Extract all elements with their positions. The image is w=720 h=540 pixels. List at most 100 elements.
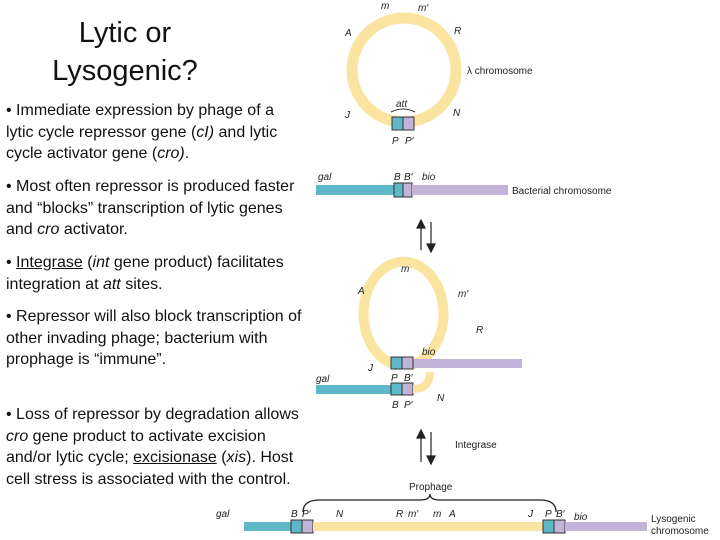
- label-n: N: [437, 393, 445, 404]
- text: sites.: [120, 275, 163, 293]
- att-bracket: [390, 108, 416, 113]
- gene-xis: xis: [226, 449, 247, 466]
- label-gal: gal: [318, 172, 332, 183]
- label-m: m: [401, 264, 409, 275]
- gal-segment: [316, 185, 394, 195]
- label-b: B: [392, 400, 399, 411]
- label-m: m: [433, 509, 441, 520]
- integration-bio-segment: [410, 359, 522, 368]
- label-bio: bio: [422, 172, 436, 183]
- lysogenic-prophage-segment: [313, 522, 543, 531]
- label-r: R: [476, 325, 483, 336]
- bio-segment: [412, 185, 508, 195]
- text: ). Host cell stress is associated with t…: [6, 449, 294, 488]
- integration-att-p-prime: [401, 382, 414, 396]
- label-n: N: [453, 108, 461, 119]
- label-gal: gal: [216, 509, 230, 520]
- label-p: P: [391, 373, 398, 384]
- term-excisionase: excisionase: [133, 449, 217, 466]
- reversible-arrow-1: [416, 218, 436, 254]
- text: • Repressor will also block transcriptio…: [6, 308, 302, 368]
- arrow-up-icon: [416, 218, 426, 229]
- label-j: J: [527, 509, 534, 520]
- label-b-prime: B′: [404, 373, 414, 384]
- lysogenic-att-b-prime: [553, 519, 566, 534]
- label-n: N: [336, 509, 344, 520]
- text: activator.: [59, 221, 128, 238]
- integration-phage-tail: [412, 371, 434, 393]
- text: gene product) facilitates integration at: [6, 254, 284, 293]
- label-lysogenic-line-1: Lysogenic: [651, 514, 696, 525]
- label-a: A: [344, 28, 352, 39]
- prophage-bracket: [302, 493, 557, 513]
- label-r: R: [396, 509, 403, 520]
- gene-int: int: [92, 254, 110, 271]
- label-bio: bio: [422, 347, 436, 358]
- bullet-repressor-blocks: • Most often repressor is produced faste…: [6, 176, 302, 241]
- arrow-up-icon: [416, 428, 426, 439]
- bullet-immunity: • Repressor will also block transcriptio…: [6, 306, 302, 371]
- gene-ci: cI): [196, 123, 215, 141]
- bacterial-att-b-prime: [402, 182, 413, 198]
- label-prophage: Prophage: [409, 482, 453, 493]
- phage-att-p: [391, 116, 404, 131]
- label-lysogenic-line-2: chromosome: [651, 526, 709, 537]
- label-att: att: [396, 99, 408, 110]
- label-j: J: [367, 363, 374, 374]
- arrow-down-icon: [426, 455, 436, 466]
- gene-cro: cro: [6, 427, 29, 445]
- text: and lytic cycle activator gene (: [6, 123, 278, 163]
- label-b-prime: B′: [556, 509, 566, 520]
- text: • Most often repressor is produced faste…: [6, 178, 295, 238]
- text: (: [216, 449, 227, 466]
- text: (: [82, 254, 93, 271]
- label-b: B: [394, 172, 401, 183]
- integrating-phage-loop: [358, 256, 449, 370]
- label-p: P: [545, 509, 552, 520]
- label-r: R: [454, 26, 461, 37]
- label-m: m: [381, 1, 389, 12]
- bullet-integrase: • Integrase (int gene product) facilitat…: [6, 252, 302, 295]
- label-lambda-chromosome: λ chromosome: [467, 66, 533, 77]
- arrow-down-icon: [426, 243, 436, 254]
- lysogenic-gal-segment: [244, 522, 291, 531]
- label-bio: bio: [574, 512, 588, 523]
- label-b: B: [291, 509, 298, 520]
- label-m-prime: m′: [458, 289, 469, 300]
- label-a: A: [357, 286, 365, 297]
- bullet-immediate-expression: • Immediate expression by phage of a lyt…: [6, 100, 302, 165]
- lysogenic-att-p: [542, 519, 555, 534]
- text: .: [184, 145, 190, 162]
- phage-att-p-prime: [402, 116, 415, 131]
- label-bacterial-chromosome: Bacterial chromosome: [512, 186, 612, 197]
- label-gal: gal: [316, 374, 330, 385]
- integration-att-b-prime: [401, 356, 414, 370]
- integration-gal-segment: [316, 385, 391, 394]
- bacterial-att-b: [393, 182, 404, 198]
- integration-att-b: [390, 382, 403, 396]
- label-p-prime: P′: [302, 509, 312, 520]
- gene-cro: cro): [157, 145, 185, 162]
- label-a: A: [448, 509, 456, 520]
- label-p-prime: P′: [405, 136, 415, 147]
- integration-att-p: [390, 356, 403, 370]
- text: gene product to activate excision and/or…: [6, 427, 266, 467]
- label-integrase: Integrase: [455, 440, 497, 451]
- reversible-arrow-2: [416, 428, 436, 466]
- lysogenic-att-b: [290, 519, 303, 534]
- label-j: J: [344, 110, 351, 121]
- label-p-prime: P′: [404, 400, 414, 411]
- title-line-1: Lytic or: [78, 17, 172, 49]
- lysogenic-att-p-prime: [301, 519, 314, 534]
- site-att: att: [102, 275, 121, 293]
- text: • Immediate expression by phage of a lyt…: [6, 102, 274, 141]
- text: •: [6, 254, 17, 271]
- gene-cro: cro: [37, 221, 60, 238]
- label-m-prime: m′: [408, 509, 419, 520]
- title-line-2: Lysogenic?: [52, 55, 198, 87]
- bullet-excision: • Loss of repressor by degradation allow…: [6, 404, 302, 490]
- label-b-prime: B′: [404, 172, 414, 183]
- label-p: P: [392, 136, 399, 147]
- term-integrase: Integrase: [16, 254, 83, 271]
